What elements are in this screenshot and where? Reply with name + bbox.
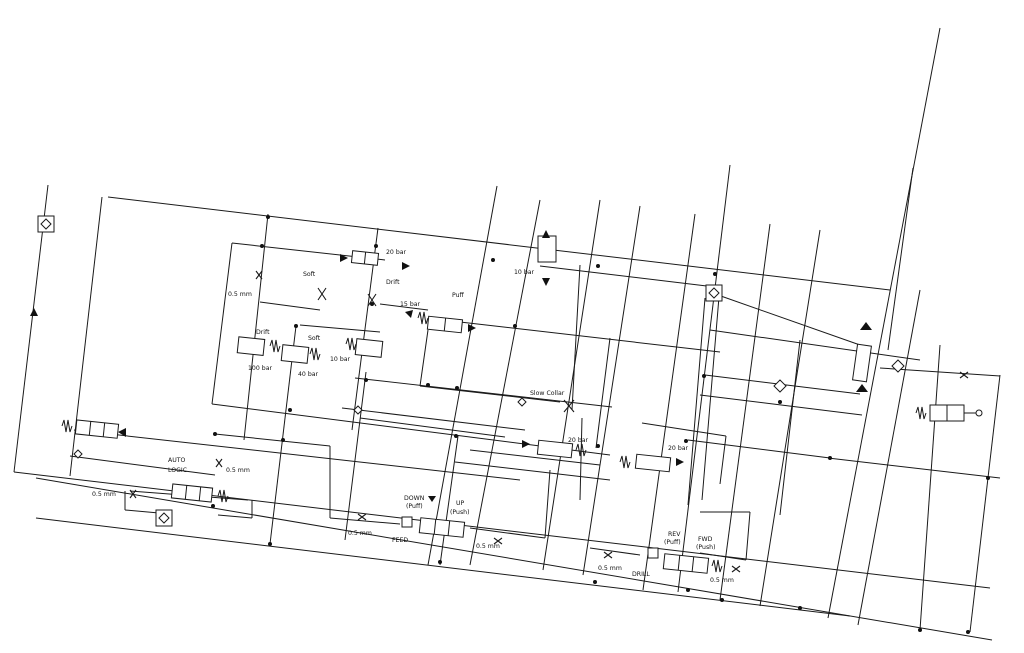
label-20bar-c: 20 bar [668,445,689,452]
label-auto-logic-1: AUTO [168,457,186,464]
label-down: DOWN [404,495,425,502]
orifices [129,270,969,573]
label-fwd-sub: (Push) [696,544,716,551]
text-labels: Soft Drift 20 bar 0.5 mm 15 bar Puff 10 … [92,249,734,584]
label-rev-sub: (Puff) [664,539,681,546]
junction-dots [211,215,990,634]
label-05mm-f: 0.5 mm [598,565,622,572]
valve-puff [405,310,476,334]
label-05mm-c: 0.5 mm [92,491,116,498]
valve-vertical-right [851,322,873,392]
label-soft-a: Soft [303,271,316,278]
label-05mm-d: 0.5 mm [348,530,372,537]
label-puff-a: Puff [452,292,465,299]
valve-drift-relief [236,336,266,356]
label-20bar-b: 20 bar [568,437,589,444]
label-fwd: FWD [698,536,713,543]
springs [61,311,927,573]
label-down-sub: (Puff) [406,503,423,510]
label-soft-b: Soft [308,335,321,342]
valve-10bar-top [537,235,557,286]
valve-auto-logic [170,483,214,503]
label-drill: DRILL [632,571,650,578]
label-drift-a: Drift [386,279,400,286]
label-100bar: 100 bar [248,365,272,372]
label-slow-collar: Slow Collar [530,390,565,397]
valve-drift-top [340,250,410,270]
valve-left [74,419,126,439]
label-feed: FEED [392,537,408,544]
label-10bar-a: 10 bar [514,269,535,276]
valve-far-right [929,404,983,422]
flow-arrows [30,230,550,502]
valve-rev-fwd [647,547,710,574]
label-rev: REV [668,531,681,538]
label-15bar: 15 bar [400,301,421,308]
label-05mm-g: 0.5 mm [710,577,734,584]
label-10bar-b: 10 bar [330,356,351,363]
label-up-sub: (Push) [450,509,470,516]
main-pipes [13,27,1001,641]
label-20bar-a: 20 bar [386,249,407,256]
label-05mm-b: 0.5 mm [226,467,250,474]
label-up: UP [456,500,465,507]
label-05mm-a: 0.5 mm [228,291,252,298]
valve-20bar-right [634,453,684,473]
label-40bar: 40 bar [298,371,319,378]
valve-20bar-mid [522,439,574,459]
interior-pipes [69,242,1001,561]
valve-down-up [401,516,466,538]
valve-10bar-relief [354,338,384,358]
valve-soft-relief [280,344,310,364]
shuttle-blocks [37,215,905,527]
label-05mm-e: 0.5 mm [476,543,500,550]
label-drift-b: Drift [256,329,270,336]
label-auto-logic-2: LOGIC [168,467,187,474]
